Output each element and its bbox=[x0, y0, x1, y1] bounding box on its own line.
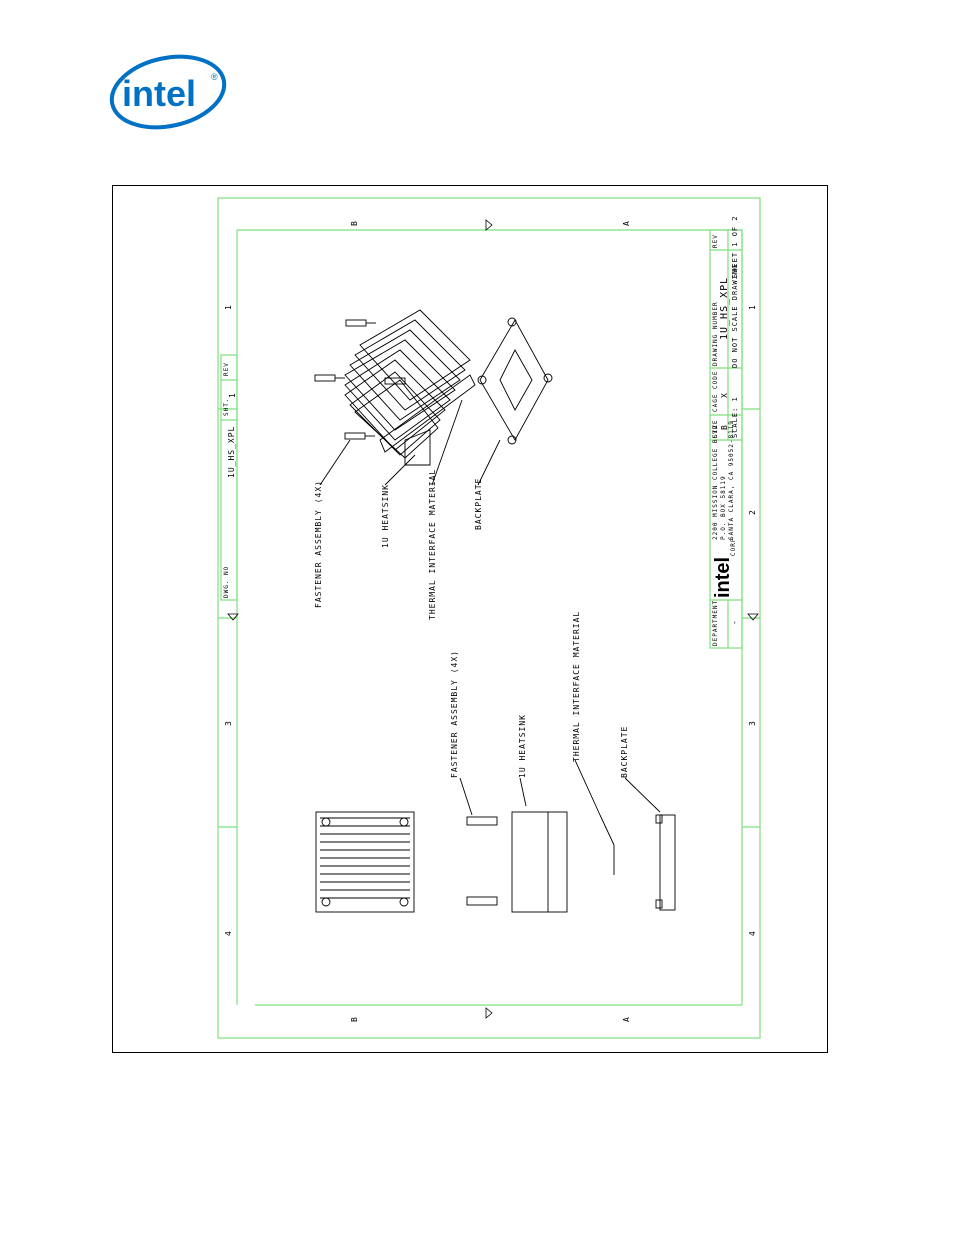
svg-text:®: ® bbox=[211, 72, 218, 82]
callout-heatsink: 1U HEATSINK bbox=[381, 484, 390, 548]
size-label: SIZE bbox=[712, 419, 719, 438]
zone-number: 3 bbox=[748, 721, 757, 726]
sht-label: SHT. bbox=[223, 397, 230, 416]
do-not-scale-note: DO NOT SCALE DRAWING bbox=[731, 263, 739, 368]
zone-letter: A bbox=[622, 221, 631, 226]
address-line: P.O. BOX 58119 bbox=[720, 475, 727, 540]
dwg-no: 1U_HS_XPL bbox=[227, 425, 236, 478]
rev-label: REV bbox=[223, 362, 230, 376]
address-line: 2200 MISSION COLLEGE BLVD. bbox=[712, 420, 719, 540]
logo-wordmark: intel bbox=[122, 73, 196, 114]
title-block-corp: CORP bbox=[730, 537, 737, 556]
callout-backplate-side: BACKPLATE bbox=[620, 725, 629, 778]
size-value: B bbox=[720, 424, 729, 430]
callout-fastener-side: FASTENER ASSEMBLY (4X) bbox=[450, 650, 459, 778]
exploded-view bbox=[314, 309, 553, 486]
callout-fastener: FASTENER ASSEMBLY (4X) bbox=[314, 480, 323, 608]
zone-number: 2 bbox=[748, 510, 757, 515]
cage-value: X bbox=[720, 392, 729, 398]
callout-backplate: BACKPLATE bbox=[474, 477, 483, 530]
zone-letter: B bbox=[350, 1017, 359, 1022]
sht-value: 1 bbox=[228, 392, 237, 398]
zone-number: 4 bbox=[748, 931, 757, 936]
address-line: SANTA CLARA, CA 95052-8119 bbox=[728, 420, 735, 540]
intel-logo: intel ® bbox=[109, 54, 227, 130]
zone-number: 1 bbox=[748, 305, 757, 310]
drawing-number: 1U_HS_XPL bbox=[719, 276, 730, 340]
department-value: - bbox=[730, 619, 739, 625]
drawing-number-label: DRAWING NUMBER bbox=[712, 301, 719, 366]
zone-number: 3 bbox=[224, 721, 233, 726]
figure-frame bbox=[112, 185, 828, 1053]
rev-label-main: REV bbox=[712, 234, 719, 248]
dwg-no-label: DWG. NO bbox=[223, 565, 230, 598]
zone-letter: A bbox=[622, 1017, 631, 1022]
department-label: DEPARTMENT bbox=[712, 599, 719, 646]
zone-number: 1 bbox=[224, 305, 233, 310]
cage-label: CAGE CODE bbox=[712, 370, 719, 412]
title-block-company: intel bbox=[712, 556, 734, 598]
zone-letter: B bbox=[350, 221, 359, 226]
sheet-number: SHEET 1 OF 2 bbox=[731, 215, 739, 278]
callout-heatsink-side: 1U HEATSINK bbox=[518, 714, 527, 778]
callout-tim-side: THERMAL INTERFACE MATERIAL bbox=[572, 610, 581, 762]
callout-tim: THERMAL INTERFACE MATERIAL bbox=[428, 468, 437, 620]
orthographic-views bbox=[315, 759, 676, 913]
zone-number: 4 bbox=[224, 931, 233, 936]
scale: SCALE: 1 bbox=[731, 396, 739, 438]
